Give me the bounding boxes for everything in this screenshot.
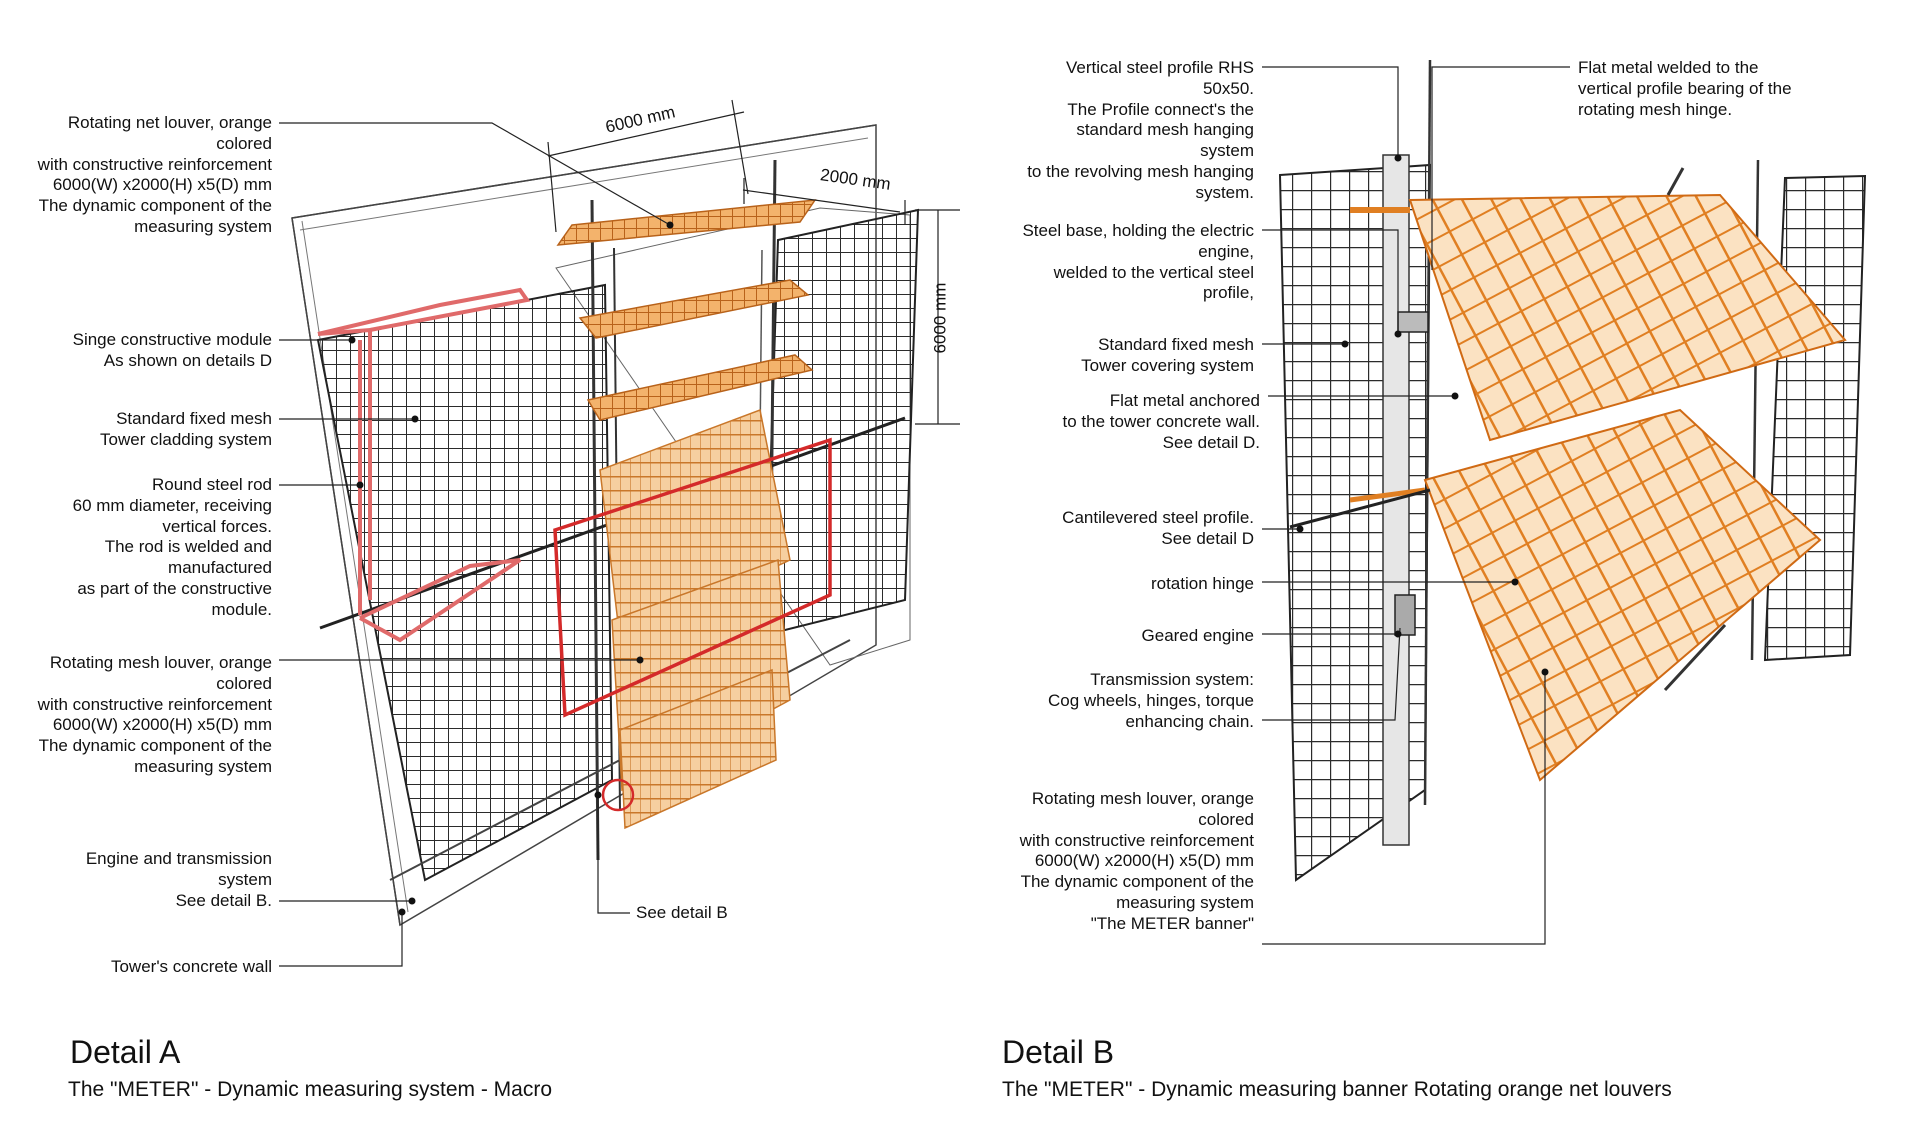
rotating-louver-upper [1408, 193, 1847, 442]
label-see-detail-b: See detail B [636, 903, 728, 922]
label-fixed-mesh-b: Standard fixed mesh Tower covering syste… [1081, 335, 1254, 375]
label-steel-rod: Round steel rod 60 mm diameter, receivin… [72, 475, 272, 619]
detail-a-title: Detail A [70, 1034, 181, 1070]
mesh-louver-bottom [619, 668, 777, 830]
label-geared-engine: Geared engine [1141, 626, 1254, 645]
label-steel-base: Steel base, holding the electric engine,… [1022, 221, 1254, 303]
label-mesh-louver: Rotating mesh louver, orange colored wit… [37, 653, 272, 776]
label-engine-transmission: Engine and transmission system See detai… [85, 849, 272, 910]
detail-a-illustration [279, 99, 960, 967]
label-rotating-louver: Rotating mesh louver, orange colored wit… [1019, 789, 1254, 933]
label-vertical-profile: Vertical steel profile RHS 50x50. The Pr… [1027, 58, 1254, 202]
label-net-louver: Rotating net louver, orange colored with… [37, 113, 272, 236]
label-rotation-hinge: rotation hinge [1150, 574, 1254, 593]
label-flat-anchored: Flat metal anchored to the tower concret… [1062, 391, 1260, 452]
label-transmission: Transmission system: Cog wheels, hinges,… [1047, 670, 1254, 731]
label-constructive-module: Singe constructive module As shown on de… [72, 330, 272, 370]
net-louver-3 [586, 354, 814, 421]
detail-b-illustration [1262, 59, 1867, 945]
label-concrete-wall: Tower's concrete wall [110, 957, 272, 976]
detail-b-title: Detail B [1002, 1034, 1115, 1070]
label-cantilever: Cantilevered steel profile. See detail D [1062, 508, 1254, 548]
dimension-height: 6000 mm [930, 282, 950, 354]
rotating-louver-lower [1423, 408, 1822, 782]
highlight-frame [553, 437, 832, 718]
fixed-mesh-far [1763, 174, 1867, 662]
detail-b-marker [601, 778, 635, 812]
label-fixed-mesh: Standard fixed mesh Tower cladding syste… [100, 409, 272, 449]
constructive-module-outline [317, 287, 531, 643]
net-louver-top [556, 199, 817, 246]
detail-a-subtitle: The "METER" - Dynamic measuring system -… [68, 1078, 553, 1101]
detail-b-subtitle: The "METER" - Dynamic measuring banner R… [1002, 1078, 1672, 1101]
label-flat-welded: Flat metal welded to the vertical profil… [1578, 58, 1792, 119]
net-louver-2 [578, 279, 810, 339]
